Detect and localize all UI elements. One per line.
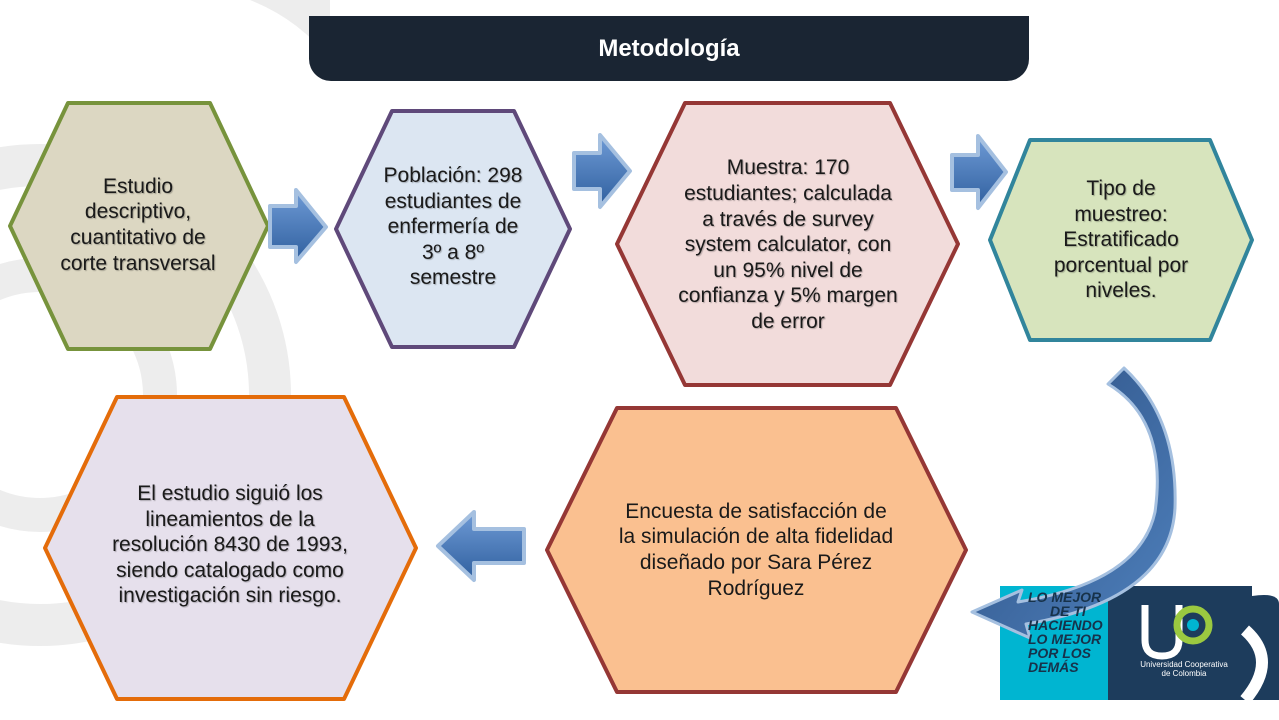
hexagon-4-shape [988,138,1254,342]
arrow-right-2 [572,133,632,209]
hexagon-6-shape [43,395,418,701]
brand-slogan-line-5: POR LOS [1028,645,1092,661]
brand-slogan-line-1: LO MEJOR [1028,589,1102,605]
title-bar: Metodología [309,16,1029,81]
brand-slogan-line-6: DEMÁS [1028,659,1079,675]
step-5-text: Encuesta de satisfacción de la simulació… [618,499,894,600]
university-name-line-1: Universidad Cooperativa [1140,660,1228,669]
brand-slogan-line-3: HACIENDO [1028,617,1103,633]
step-2-text: Población: 298 estudiantes de enfermería… [383,163,523,290]
step-3-text: Muestra: 170 estudiantes; calculada a tr… [678,156,898,334]
arrow-right-1 [268,188,328,264]
hexagon-5-shape [545,406,968,694]
hexagon-1-shape [8,101,270,351]
university-name-line-2: de Colombia [1161,669,1207,679]
curved-arrow [970,366,1177,640]
step-1-text: Estudio descriptivo, cuantitativo de cor… [60,174,216,275]
hexagon-2-shape [334,109,572,349]
hexagon-3-shape [615,101,960,387]
brand-slogan: LO MEJOR DE TI HACIENDO LO MEJOR POR LOS… [1028,590,1106,674]
page-title: Metodología [598,34,740,62]
step-6-text: El estudio siguió los lineamientos de la… [112,481,348,608]
brand-slogan-line-2: DE TI [1050,603,1086,619]
arrow-right-3 [950,134,1008,210]
arrow-left [436,510,526,582]
step-4-text: Tipo de muestreo: Estratificado porcentu… [1053,176,1189,303]
university-name: Universidad Cooperativa de Colombia [1122,660,1246,678]
brand-slogan-line-4: LO MEJOR [1028,631,1102,647]
